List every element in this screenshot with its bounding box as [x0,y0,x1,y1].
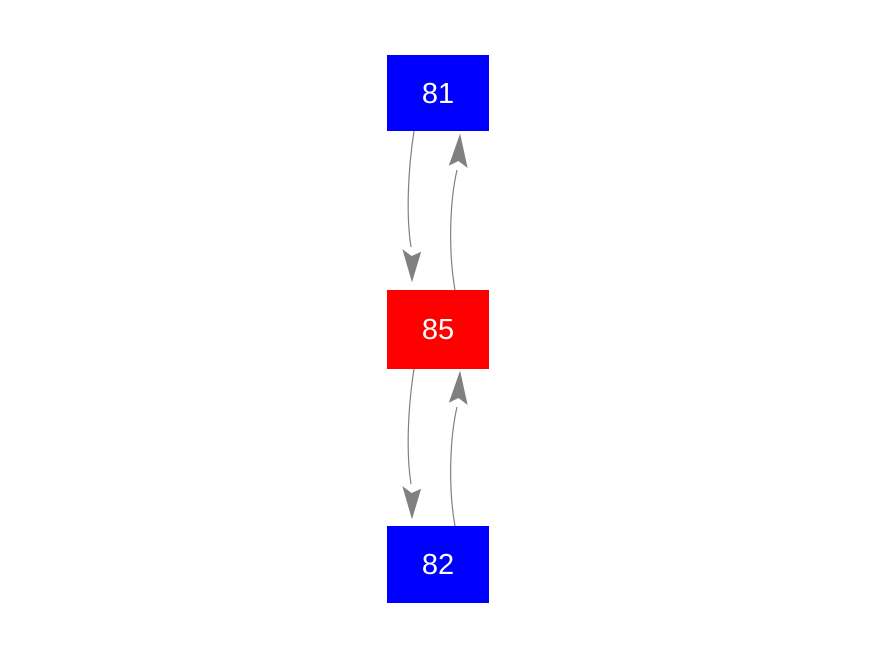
edge-85-to-82-line [407,368,415,485]
edge-81-to-85[interactable] [402,130,422,283]
node-85-label: 85 [422,314,454,346]
node-81-label: 81 [422,78,454,110]
edge-85-to-82-arrowhead [402,485,422,520]
edge-81-to-85-arrowhead [402,248,422,283]
node-81-box[interactable] [387,55,489,131]
edge-85-to-81-arrowhead [448,133,468,168]
node-85-box[interactable] [387,290,489,369]
node-81[interactable]: 81 [387,55,489,131]
node-82-label: 82 [422,549,454,581]
edge-82-to-85[interactable] [448,370,468,527]
edge-82-to-85-line [450,406,458,527]
edge-85-to-82[interactable] [402,368,422,520]
edge-85-to-81[interactable] [448,133,468,291]
edge-82-to-85-arrowhead [448,370,468,405]
edge-81-to-85-line [407,130,415,248]
edge-85-to-81-line [450,169,458,291]
node-82[interactable]: 82 [387,526,489,603]
node-82-box[interactable] [387,526,489,603]
node-85[interactable]: 85 [387,290,489,369]
